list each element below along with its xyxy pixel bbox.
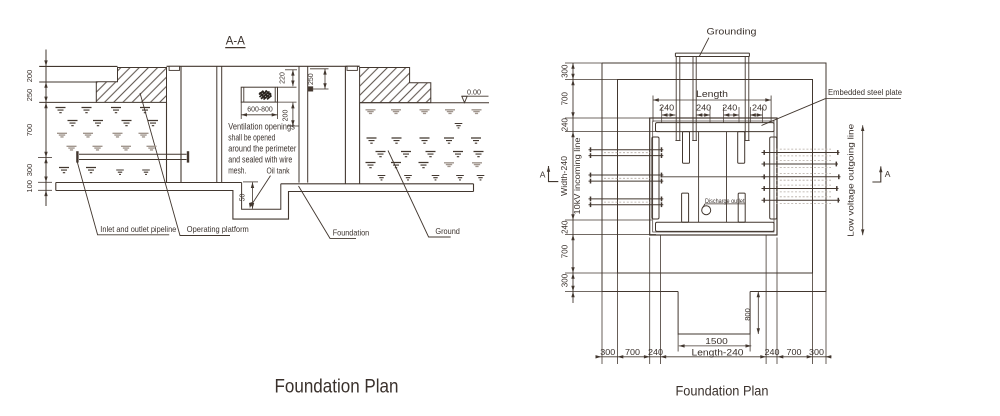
svg-text:Low voltage outgoing line: Low voltage outgoing line <box>846 123 856 236</box>
svg-text:Length: Length <box>696 89 728 99</box>
svg-text:Discharge outlet: Discharge outlet <box>705 198 745 205</box>
svg-text:300: 300 <box>25 164 34 177</box>
svg-text:Ventilation openings: Ventilation openings <box>228 122 295 132</box>
svg-text:mesh.: mesh. <box>228 166 246 176</box>
svg-text:100: 100 <box>25 180 34 193</box>
svg-text:700: 700 <box>25 124 34 137</box>
svg-text:240: 240 <box>752 103 767 113</box>
svg-text:250: 250 <box>25 89 34 102</box>
svg-text:240: 240 <box>696 103 711 113</box>
svg-text:Ground: Ground <box>435 226 460 236</box>
svg-text:Grounding: Grounding <box>707 27 757 38</box>
svg-text:200: 200 <box>25 70 34 83</box>
svg-text:300: 300 <box>600 347 615 357</box>
svg-text:240: 240 <box>722 103 737 113</box>
svg-text:300: 300 <box>809 347 824 357</box>
svg-text:Width-240: Width-240 <box>560 155 569 196</box>
svg-text:240: 240 <box>659 103 674 113</box>
svg-text:220: 220 <box>280 72 287 84</box>
svg-text:600-800: 600-800 <box>247 106 273 113</box>
svg-text:A: A <box>540 169 546 179</box>
svg-text:50: 50 <box>239 194 246 202</box>
svg-text:10kV incoming line: 10kV incoming line <box>573 137 582 215</box>
svg-text:Inlet and outlet pipeline: Inlet and outlet pipeline <box>100 224 176 234</box>
svg-text:240: 240 <box>561 117 570 131</box>
svg-text:0.00: 0.00 <box>467 89 481 96</box>
svg-text:700: 700 <box>561 244 570 258</box>
svg-text:Foundation Plan: Foundation Plan <box>676 384 769 399</box>
svg-text:Embedded steel plate: Embedded steel plate <box>828 88 903 97</box>
svg-text:Operating platform: Operating platform <box>187 224 249 234</box>
svg-text:around the perimeter: around the perimeter <box>228 144 296 154</box>
svg-text:Foundation: Foundation <box>333 227 370 237</box>
svg-text:Oil tank: Oil tank <box>267 165 291 175</box>
svg-text:800: 800 <box>743 308 752 321</box>
svg-text:Length-240: Length-240 <box>692 347 744 357</box>
svg-text:200: 200 <box>282 110 289 122</box>
svg-text:240: 240 <box>765 347 780 357</box>
svg-text:240: 240 <box>648 347 663 357</box>
svg-text:700: 700 <box>625 347 640 357</box>
svg-text:240: 240 <box>561 220 570 234</box>
svg-text:A-A: A-A <box>226 36 245 48</box>
svg-text:and sealed with wire: and sealed with wire <box>228 155 292 165</box>
svg-text:300: 300 <box>561 64 570 78</box>
svg-text:700: 700 <box>561 91 570 105</box>
svg-text:250: 250 <box>308 73 315 85</box>
svg-text:1500: 1500 <box>705 336 728 346</box>
svg-text:A: A <box>885 169 891 179</box>
svg-text:shall be opened: shall be opened <box>228 133 275 143</box>
svg-text:700: 700 <box>787 347 802 357</box>
svg-text:300: 300 <box>561 273 570 287</box>
svg-text:Foundation Plan: Foundation Plan <box>275 377 399 398</box>
